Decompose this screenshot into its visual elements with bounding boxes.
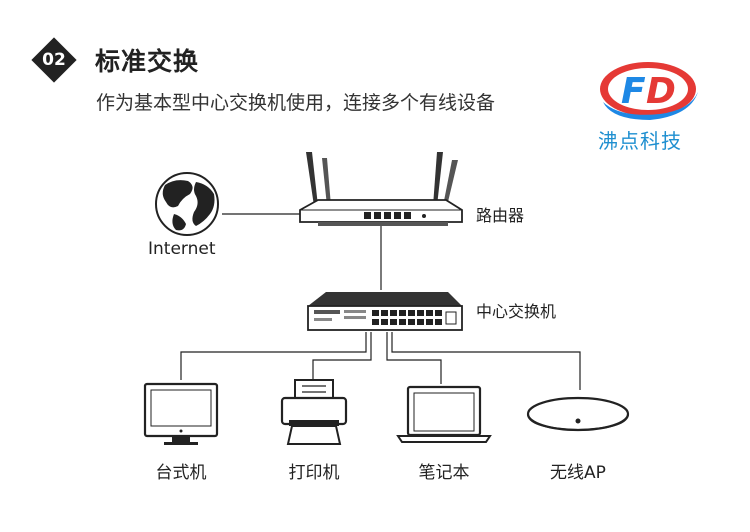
wireless-ap-icon — [526, 396, 630, 432]
connection-lines — [180, 213, 581, 390]
switch-desktop-link — [180, 332, 367, 380]
switch-printer-link — [312, 332, 372, 380]
laptop-label: 笔记本 — [418, 463, 470, 483]
fd-logo-icon: F D — [600, 62, 698, 120]
globe-icon — [155, 172, 219, 236]
svg-text:F: F — [621, 71, 646, 112]
printer-icon — [280, 379, 348, 445]
router-label: 路由器 — [476, 206, 525, 225]
page-subtitle: 作为基本型中心交换机使用，连接多个有线设备 — [96, 92, 496, 114]
step-badge: 02 — [31, 37, 77, 83]
printer-label: 打印机 — [288, 463, 340, 483]
brand-name: 沸点科技 — [598, 129, 682, 153]
switch-icon — [307, 292, 463, 331]
switch-ap-link — [391, 332, 581, 390]
laptop-icon — [396, 385, 492, 443]
page-title: 标准交换 — [95, 47, 200, 76]
desktop-icon — [143, 382, 219, 445]
svg-text:D: D — [646, 71, 676, 112]
internet-label: Internet — [148, 239, 216, 259]
router-icon — [299, 152, 463, 226]
desktop-label: 台式机 — [155, 463, 207, 483]
switch-label: 中心交换机 — [476, 302, 557, 321]
step-number: 02 — [42, 50, 66, 70]
switch-laptop-link — [386, 332, 442, 384]
ap-label: 无线AP — [550, 463, 606, 483]
